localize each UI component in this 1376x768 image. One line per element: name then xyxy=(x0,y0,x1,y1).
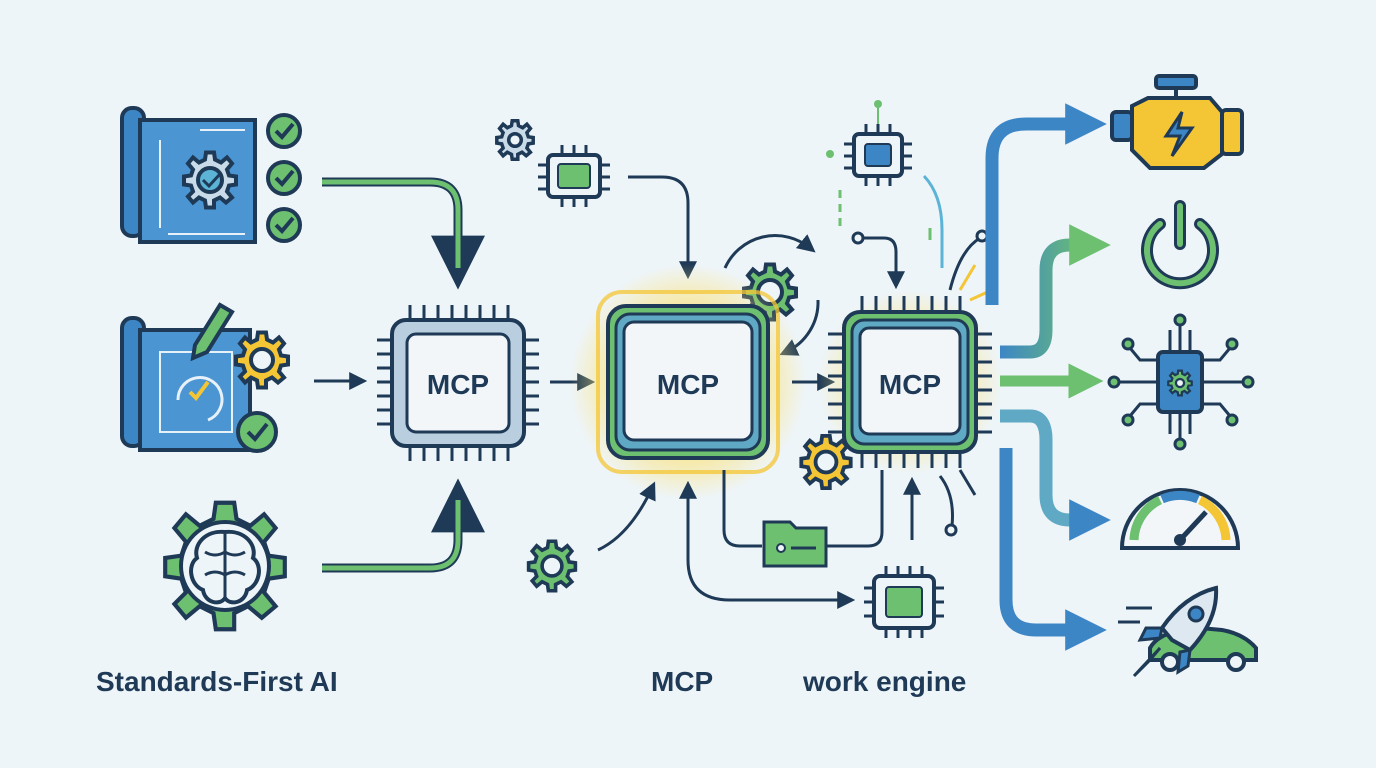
small-chip-icon xyxy=(864,566,944,638)
brain-gear-icon xyxy=(165,503,285,630)
engine-icon xyxy=(1110,74,1244,170)
arrow-top-input xyxy=(322,177,485,290)
rocket-car-icon xyxy=(1118,585,1258,678)
mcp-chip-first: MCP xyxy=(377,305,539,461)
small-chip-icon xyxy=(538,145,610,207)
chip-label-second: MCP xyxy=(657,369,719,400)
mcp-chip-third: MCP xyxy=(818,290,1002,474)
mcp-chip-second: MCP xyxy=(570,264,806,500)
circuit-traces xyxy=(838,174,993,302)
circuit-gear-icon xyxy=(1107,313,1255,451)
gear-icon xyxy=(526,539,578,593)
arrow-mcp-to-chip xyxy=(679,480,856,609)
speedometer-icon xyxy=(1119,488,1241,550)
chip-label-first: MCP xyxy=(427,369,489,400)
folder-icon xyxy=(722,470,884,568)
caption-mcp: MCP xyxy=(651,666,714,697)
gear-icon xyxy=(495,119,535,161)
chip-label-third: MCP xyxy=(879,369,941,400)
arrow-chip-to-mcp xyxy=(628,175,697,280)
gear-icon xyxy=(799,433,853,491)
output-arrows xyxy=(985,103,1111,651)
power-icon xyxy=(1141,200,1219,290)
arrow-gear-to-mcp xyxy=(597,481,656,552)
blueprint-design-icon xyxy=(120,302,290,453)
caption-standards-first: Standards-First AI xyxy=(96,666,338,697)
arrow-bottom-input xyxy=(322,478,485,573)
caption-work-engine: work engine xyxy=(803,666,967,697)
blueprint-checklist-icon xyxy=(120,106,302,244)
small-chip-icon xyxy=(826,100,912,186)
